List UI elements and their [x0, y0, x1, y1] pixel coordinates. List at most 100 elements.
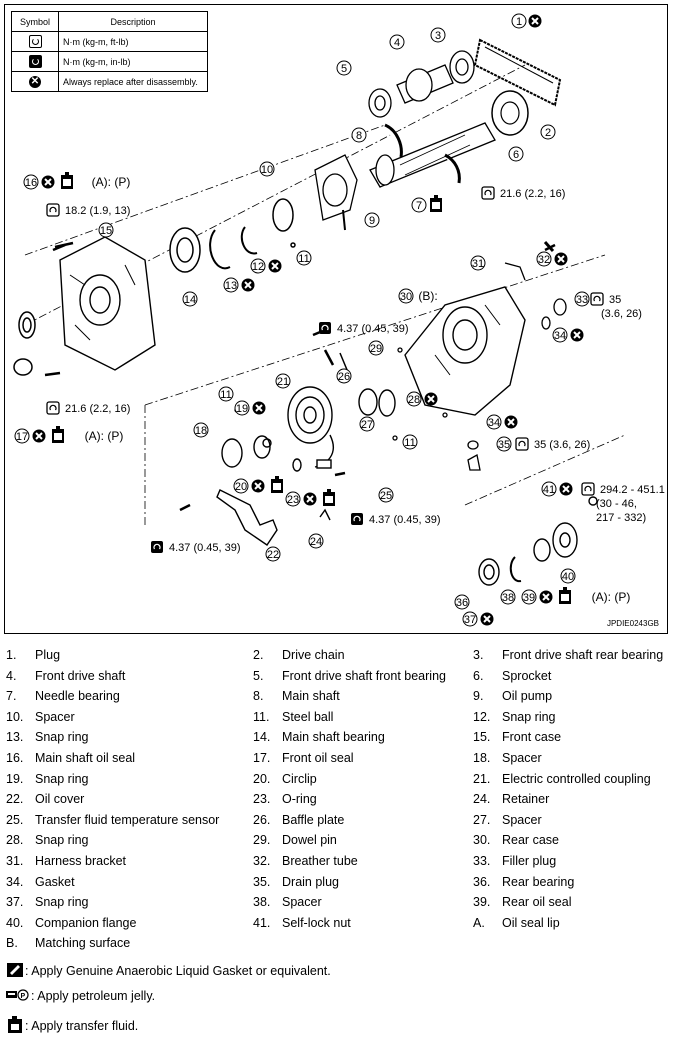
part-name: Rear bearing: [502, 874, 575, 889]
svg-text:33: 33: [576, 294, 588, 306]
svg-text:7: 7: [416, 200, 422, 212]
part-item: 30.Rear case: [473, 833, 559, 847]
part-name: Harness bracket: [35, 854, 127, 868]
part-number: 18.: [473, 751, 491, 765]
svg-text:19: 19: [236, 403, 248, 415]
part-item: 10.Spacer: [6, 710, 75, 724]
callout-1: 1: [511, 13, 543, 29]
part-name: Drain plug: [282, 874, 339, 889]
callout-2: 2: [540, 124, 556, 140]
part-name: Main shaft: [282, 689, 340, 704]
part-name: Main shaft bearing: [282, 730, 385, 745]
callout-32: 32: [536, 251, 569, 267]
svg-text:4: 4: [394, 37, 400, 49]
figure-id: JPDIE0243GB: [606, 619, 659, 628]
part-number: 23.: [253, 792, 271, 807]
part-item: 34.Gasket: [6, 875, 75, 889]
part-number: 29.: [253, 833, 271, 848]
part-item: 9.Oil pump: [473, 689, 552, 703]
part-number: 13.: [6, 730, 24, 745]
part-number: 41.: [253, 915, 271, 930]
part-item: 28. Snap ring: [6, 833, 89, 847]
part-name: Drive chain: [282, 648, 345, 662]
svg-text:21: 21: [277, 376, 289, 388]
part-name: Front drive shaft front bearing: [282, 668, 446, 683]
part-item: 24.Retainer: [473, 792, 549, 806]
svg-text:34: 34: [554, 330, 566, 342]
callout-25: 25: [378, 487, 394, 503]
callout-23: 23: [285, 489, 335, 507]
svg-text:38: 38: [502, 592, 514, 604]
part-item: 20.Circlip: [253, 772, 317, 786]
part-name: Front case: [502, 730, 562, 745]
svg-text:41: 41: [543, 484, 555, 496]
callout-10: 10: [259, 161, 275, 177]
part-name: Dowel pin: [282, 833, 337, 848]
part-item: 33.Filler plug: [473, 854, 556, 868]
torque-labels: 18.2 (1.9, 13) 21.6 (2.2, 16) 21.6 (2.2,…: [46, 186, 665, 554]
part-name: Companion flange: [35, 915, 137, 930]
legend-description: Always replace after disassembly.: [58, 71, 208, 92]
svg-text:35 (3.6, 26): 35 (3.6, 26): [534, 439, 590, 451]
svg-text:(A): (P): (A): (P): [592, 590, 631, 604]
coupling-part: [221, 386, 396, 521]
part-number: 28.: [6, 833, 24, 848]
part-number: 33.: [473, 854, 491, 868]
note-petroleum-jelly: P : Apply petroleum jelly.: [6, 989, 155, 1004]
part-item: 37.Snap ring: [6, 895, 89, 909]
legend-description: N·m (kg-m, in-lb): [58, 51, 208, 72]
exploded-view-drawing: 1 2 3 4 5 6 7 8 9 10 11 11 11 12 13 14 1…: [13, 13, 665, 627]
svg-text:8: 8: [356, 130, 362, 142]
note-gasket: : Apply Genuine Anaerobic Liquid Gasket …: [6, 962, 331, 981]
part-name: Rear case: [502, 833, 559, 848]
svg-text:25: 25: [380, 490, 392, 502]
part-number: 15.: [473, 730, 491, 745]
part-name: O-ring: [282, 792, 317, 807]
part-name: Retainer: [502, 792, 550, 807]
callout-33: 33: [574, 291, 590, 307]
part-name: Snap ring: [502, 709, 556, 724]
part-name: Front oil seal: [282, 751, 354, 765]
part-number: 26.: [253, 812, 271, 827]
part-number: 38.: [253, 895, 271, 910]
part-item: 35.Drain plug: [253, 875, 339, 889]
svg-text:39: 39: [523, 592, 535, 604]
part-item: B.Matching surface: [6, 936, 130, 950]
svg-text:17: 17: [16, 431, 28, 443]
part-item: 25.Transfer fluid temperature sensor: [6, 813, 219, 827]
part-number: 2.: [253, 648, 264, 662]
note-text: : Apply Genuine Anaerobic Liquid Gasket …: [25, 963, 331, 978]
part-number: 34.: [6, 874, 24, 889]
part-item: 26. Baffle plate: [253, 813, 344, 827]
svg-text:35: 35: [498, 439, 510, 451]
svg-text:11: 11: [298, 253, 309, 265]
part-number: A.: [473, 915, 485, 930]
centerlines: [24, 64, 626, 525]
part-item: 40.Companion flange: [6, 916, 136, 930]
svg-text:32: 32: [538, 254, 550, 266]
svg-text:22: 22: [267, 549, 279, 561]
part-number: 5.: [253, 668, 264, 683]
svg-text:P: P: [21, 993, 26, 1000]
callout-30: 30(B):: [398, 288, 438, 304]
svg-text:(30 - 46,: (30 - 46,: [596, 498, 637, 510]
svg-text:16: 16: [25, 177, 37, 189]
part-item: 7.Needle bearing: [6, 689, 120, 703]
callout-18: 18: [193, 422, 209, 438]
rear-case-part: [404, 286, 526, 416]
callout-20: 20: [233, 476, 283, 494]
legend-header-description: Description: [58, 11, 208, 32]
svg-text:20: 20: [235, 481, 247, 493]
bolts: [52, 243, 556, 477]
callouts: 1 2 3 4 5 6 7 8 9 10 11 11 11 12 13 14 1…: [14, 13, 631, 627]
svg-text:36: 36: [456, 597, 468, 609]
part-name: Snap ring: [35, 833, 89, 848]
part-name: Spacer: [502, 751, 542, 765]
part-item: 39.Rear oil seal: [473, 895, 571, 909]
part-number: 6.: [473, 668, 484, 683]
callout-17: 17(A): (P): [14, 426, 123, 444]
callout-22: 22: [265, 546, 281, 562]
part-item: 21.Electric controlled coupling: [473, 772, 651, 786]
part-name: Baffle plate: [282, 812, 345, 827]
callout-3: 3: [430, 27, 446, 43]
